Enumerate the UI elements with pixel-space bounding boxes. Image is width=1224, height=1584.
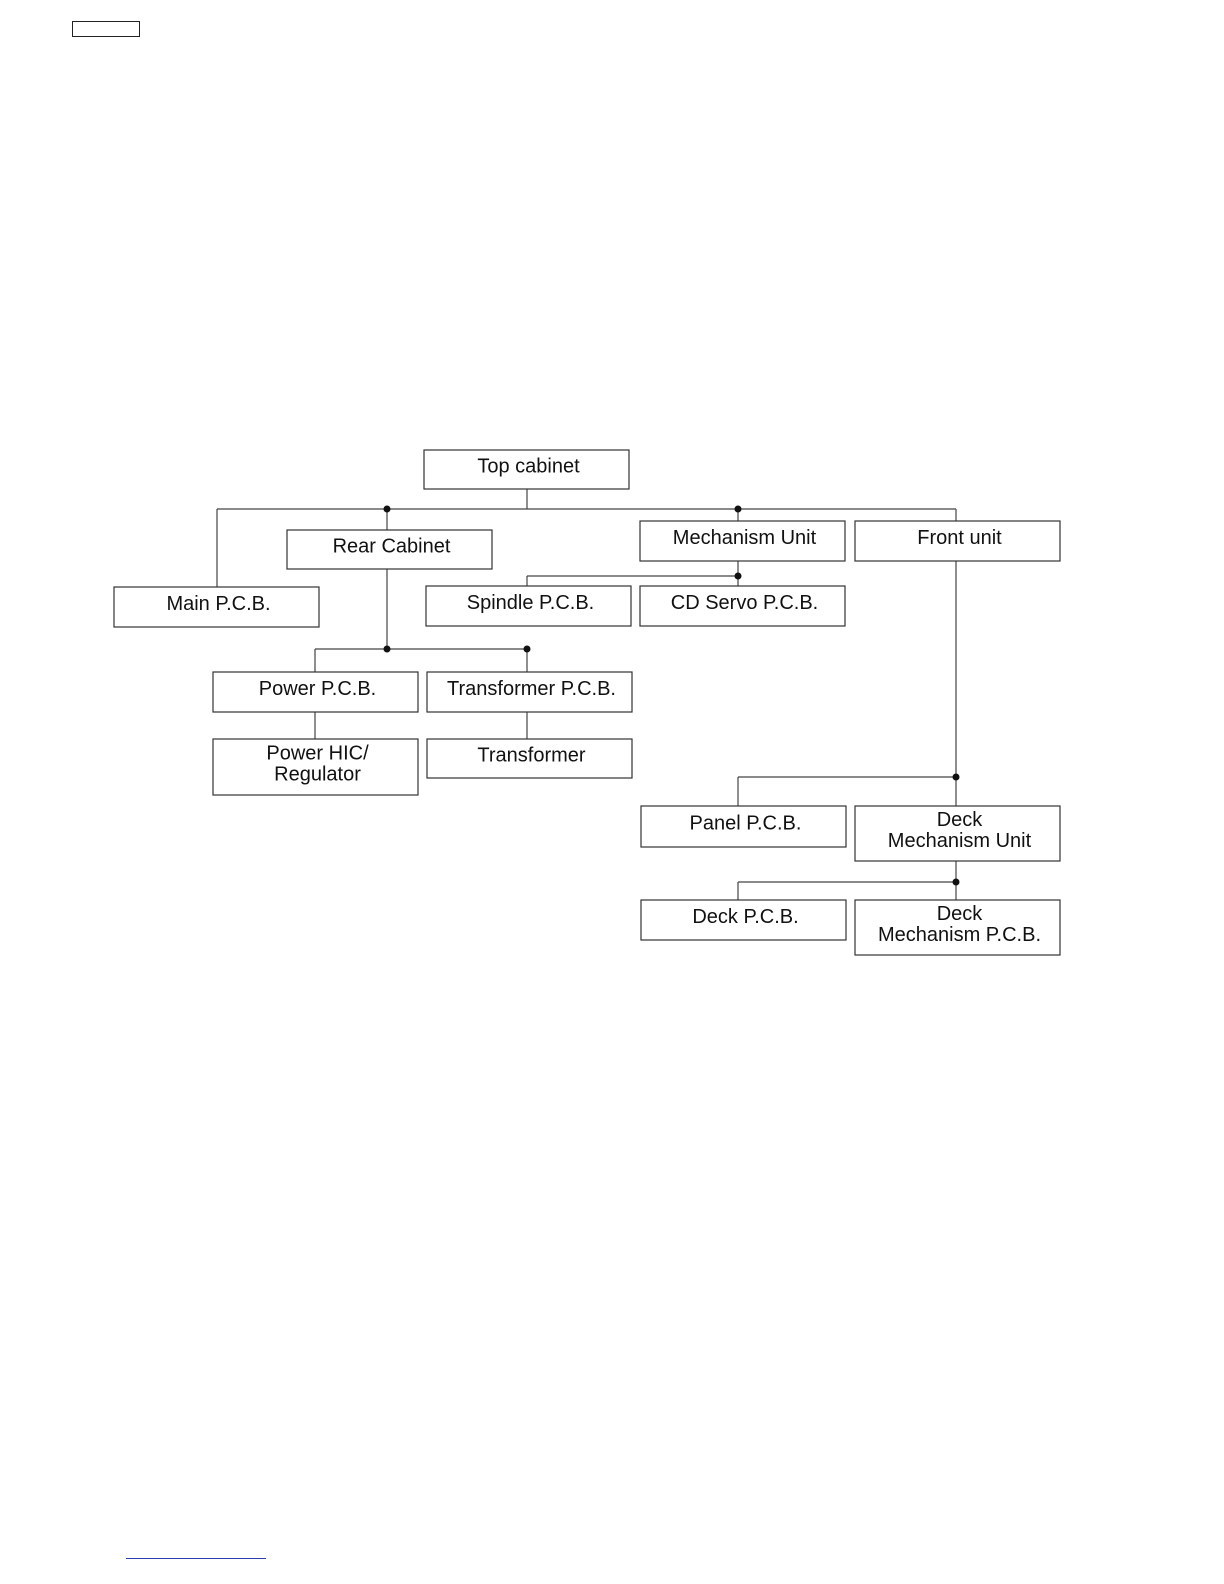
rear-cabinet-label: Rear Cabinet — [333, 536, 451, 558]
top-cabinet-node: Top cabinet — [424, 450, 629, 489]
spindle-pcb-node: Spindle P.C.B. — [426, 586, 631, 626]
power-hic-regulator-label: Regulator — [274, 764, 361, 786]
power-hic-regulator-node: Power HIC/Regulator — [213, 739, 418, 795]
deck-pcb-label: Deck P.C.B. — [692, 906, 798, 928]
power-hic-regulator-label: Power HIC/ — [266, 743, 369, 765]
power-pcb-node: Power P.C.B. — [213, 672, 418, 712]
deck-mechanism-pcb-label: Deck — [937, 903, 984, 925]
mechanism-unit-label: Mechanism Unit — [673, 527, 817, 549]
panel-pcb-node: Panel P.C.B. — [641, 806, 846, 847]
power-pcb-label: Power P.C.B. — [259, 678, 376, 700]
mechanism-unit-node: Mechanism Unit — [640, 521, 845, 561]
spindle-pcb-label: Spindle P.C.B. — [467, 592, 595, 614]
rear-cabinet-node: Rear Cabinet — [287, 530, 492, 569]
deck-mechanism-unit-label: Mechanism Unit — [888, 830, 1032, 852]
junction-dot — [735, 506, 742, 513]
transformer-pcb-label: Transformer P.C.B. — [447, 678, 616, 700]
deck-pcb-node: Deck P.C.B. — [641, 900, 846, 940]
junction-dot — [384, 646, 391, 653]
front-unit-node: Front unit — [855, 521, 1060, 561]
transformer-node: Transformer — [427, 739, 632, 778]
transformer-pcb-node: Transformer P.C.B. — [427, 672, 632, 712]
junction-dot — [735, 573, 742, 580]
junction-dot — [953, 879, 960, 886]
cd-servo-pcb-node: CD Servo P.C.B. — [640, 586, 845, 626]
junction-dot — [953, 774, 960, 781]
junction-dot — [524, 646, 531, 653]
footer-rule — [126, 1558, 266, 1559]
main-pcb-label: Main P.C.B. — [166, 593, 270, 615]
front-unit-label: Front unit — [917, 527, 1002, 549]
junction-dot — [384, 506, 391, 513]
top-cabinet-label: Top cabinet — [477, 456, 580, 478]
deck-mechanism-unit-label: Deck — [937, 809, 984, 831]
panel-pcb-label: Panel P.C.B. — [690, 813, 802, 835]
main-pcb-node: Main P.C.B. — [114, 587, 319, 627]
cd-servo-pcb-label: CD Servo P.C.B. — [671, 592, 818, 614]
transformer-label: Transformer — [477, 745, 586, 767]
deck-mechanism-pcb-label: Mechanism P.C.B. — [878, 924, 1041, 946]
